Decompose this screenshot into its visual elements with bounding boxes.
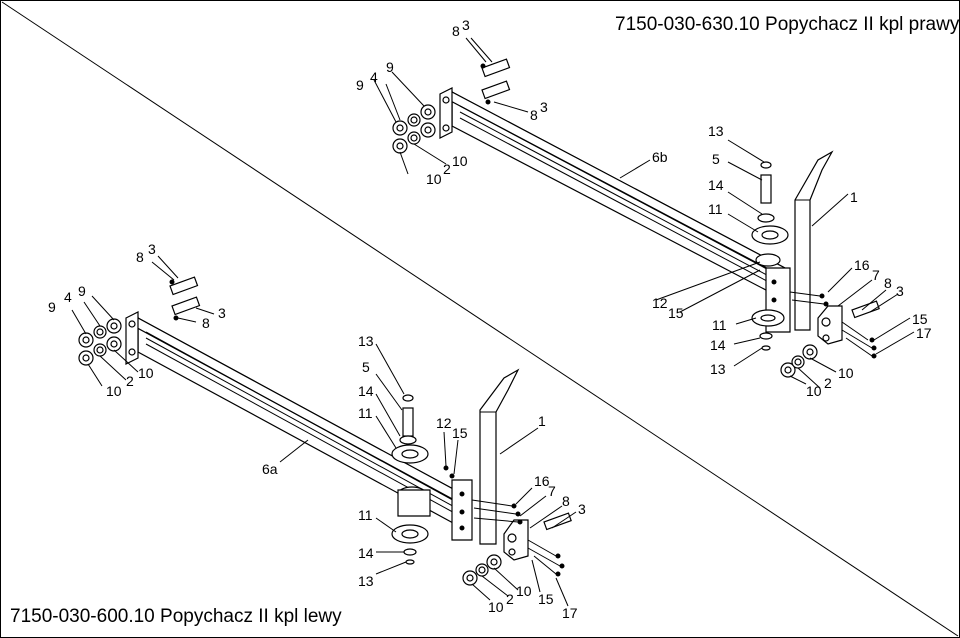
callout: 11 xyxy=(358,405,373,421)
callout: 16 xyxy=(534,473,550,489)
leaders-left xyxy=(71,255,577,607)
callout: 10 xyxy=(426,171,442,187)
callout: 3 xyxy=(540,99,548,115)
callout: 13 xyxy=(710,361,726,377)
callout: 3 xyxy=(462,17,470,33)
callout: 1 xyxy=(538,413,546,429)
callout: 7 xyxy=(872,267,880,283)
roller-lower-right xyxy=(751,309,785,351)
callout: 8 xyxy=(530,107,538,123)
roller-lower-left xyxy=(391,524,429,565)
callout: 3 xyxy=(896,283,904,299)
leaders-right xyxy=(373,37,915,389)
callout: 8 xyxy=(562,493,570,509)
beam-6a xyxy=(125,311,473,541)
callout: 10 xyxy=(452,153,468,169)
washer-cluster-top-left xyxy=(78,318,122,366)
callout: 2 xyxy=(824,375,832,391)
callout: 13 xyxy=(358,573,374,589)
callout: 8 xyxy=(452,23,460,39)
side-plate-left xyxy=(443,465,572,586)
callout: 11 xyxy=(712,317,727,333)
callout: 16 xyxy=(854,257,870,273)
callout: 10 xyxy=(488,599,504,615)
callout: 10 xyxy=(838,365,854,381)
callout: 9 xyxy=(48,299,56,315)
beam-label-6b: 6b xyxy=(652,149,668,165)
callout: 5 xyxy=(712,151,720,167)
bracket-1-right xyxy=(794,150,834,331)
callout: 2 xyxy=(506,591,514,607)
pins-top-left-assembly xyxy=(169,276,201,321)
callout: 2 xyxy=(443,161,451,177)
callout: 15 xyxy=(452,425,468,441)
callout: 14 xyxy=(710,337,726,353)
callout: 10 xyxy=(806,383,822,399)
callout: 4 xyxy=(64,289,72,305)
callout: 5 xyxy=(362,359,370,375)
callout: 15 xyxy=(912,311,928,327)
callout: 15 xyxy=(668,305,684,321)
callout: 13 xyxy=(708,123,724,139)
callout: 11 xyxy=(708,201,723,217)
bracket-1-left xyxy=(479,368,520,545)
callout: 3 xyxy=(218,305,226,321)
callout: 7 xyxy=(548,483,556,499)
callout: 15 xyxy=(538,591,554,607)
roller-upper-right xyxy=(751,161,789,267)
right-assembly: 8 3 9 4 9 8 3 10 2 10 13 5 14 11 1 12 15… xyxy=(356,17,932,399)
beam-6b xyxy=(439,87,791,333)
title-right: 7150-030-630.10 Popychacz II kpl prawy xyxy=(615,14,960,35)
pins-top-right-assembly xyxy=(480,58,511,105)
callout: 12 xyxy=(436,415,452,431)
callout: 10 xyxy=(106,383,122,399)
callout: 9 xyxy=(356,77,364,93)
callout: 14 xyxy=(358,383,374,399)
callout: 17 xyxy=(562,605,578,621)
callout: 9 xyxy=(386,59,394,75)
callouts-right: 8 3 9 4 9 8 3 10 2 10 13 5 14 11 1 12 15… xyxy=(356,17,932,399)
callout: 2 xyxy=(126,373,134,389)
callout: 8 xyxy=(136,249,144,265)
washer-cluster-top-right xyxy=(392,104,436,154)
callout: 14 xyxy=(358,545,374,561)
callout: 17 xyxy=(916,325,932,341)
callouts-left: 8 3 9 4 9 8 3 10 2 10 13 5 14 11 12 15 1… xyxy=(48,241,586,621)
callout: 4 xyxy=(370,69,378,85)
callout: 3 xyxy=(148,241,156,257)
side-plate-right xyxy=(780,291,880,378)
callout: 8 xyxy=(202,315,210,331)
callout: 14 xyxy=(708,177,724,193)
beam-label-6a: 6a xyxy=(262,461,278,477)
callout: 11 xyxy=(358,507,373,523)
callout: 13 xyxy=(358,333,374,349)
callout: 3 xyxy=(578,501,586,517)
callout: 12 xyxy=(652,295,668,311)
callout: 8 xyxy=(884,275,892,291)
callout: 10 xyxy=(138,365,154,381)
callout: 9 xyxy=(78,283,86,299)
callout: 10 xyxy=(516,583,532,599)
callout: 1 xyxy=(850,189,858,205)
roller-upper-left xyxy=(391,394,431,517)
title-left: 7150-030-600.10 Popychacz II kpl lewy xyxy=(10,606,342,627)
left-assembly: 8 3 9 4 9 8 3 10 2 10 13 5 14 11 12 15 1… xyxy=(48,241,586,621)
